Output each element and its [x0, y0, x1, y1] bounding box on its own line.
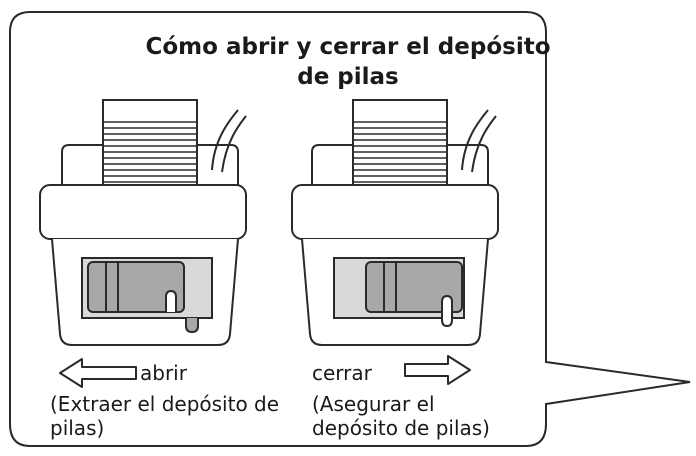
open-description-line2: pilas)	[50, 416, 105, 440]
callout-title-line2: de pilas	[297, 64, 399, 90]
open-label: abrir	[140, 361, 187, 385]
close-description-line2: depósito de pilas)	[312, 416, 490, 440]
callout-title-line1: Cómo abrir y cerrar el depósito	[145, 34, 551, 60]
device-right-illustration	[291, 99, 499, 346]
arrow-right-icon	[404, 355, 471, 385]
close-label: cerrar	[312, 361, 372, 385]
arrow-left-icon	[59, 358, 137, 388]
device-left-illustration	[39, 99, 247, 346]
close-description-line1: (Asegurar el	[312, 392, 435, 416]
open-description-line1: (Extraer el depósito de	[50, 392, 280, 416]
